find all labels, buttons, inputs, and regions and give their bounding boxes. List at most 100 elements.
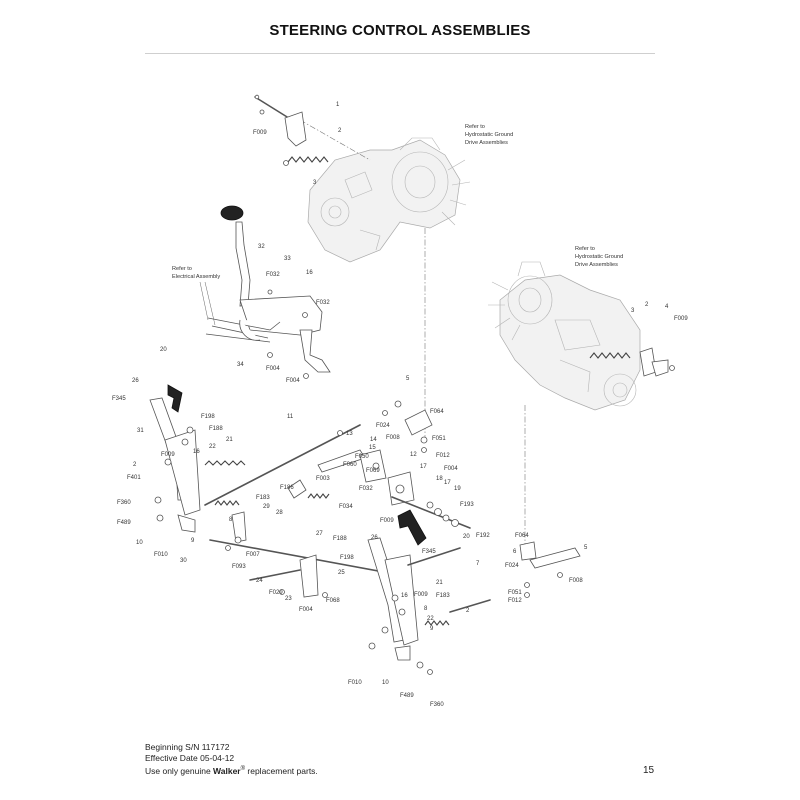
callout-label: F183 (256, 495, 270, 501)
callout-label: F024 (505, 563, 519, 569)
callout-label: F012 (436, 453, 450, 459)
note-prefix: Use only genuine (145, 765, 214, 776)
callout-label: F193 (460, 502, 474, 508)
callout-label: 4 (665, 304, 669, 310)
callout-label: 31 (137, 428, 144, 434)
note-hydro-right: Refer to Hydrostatic Ground Drive Assemb… (575, 246, 623, 268)
callout-label: 24 (256, 578, 263, 584)
callout-label: F360 (117, 500, 131, 506)
callout-label: F345 (422, 549, 436, 555)
callout-label: F032 (359, 486, 373, 492)
callout-label: F008 (386, 435, 400, 441)
effective-date: Effective Date 05-04-12 (145, 753, 235, 763)
hydrostatic-drive-top (307, 137, 471, 263)
callout-label: F009 (380, 518, 394, 524)
callout-label: F093 (232, 564, 246, 570)
callout-label: F004 (299, 607, 313, 613)
callout-label: 20 (160, 347, 167, 353)
callout-label: F068 (326, 598, 340, 604)
callout-label: 2 (645, 302, 649, 308)
callout-label: 7 (476, 561, 480, 567)
callout-label: F186 (280, 485, 294, 491)
callout-label: F060 (343, 462, 357, 468)
callout-label: F010 (348, 680, 362, 686)
title-divider (145, 53, 655, 54)
callout-label: F188 (333, 536, 347, 542)
center-linkage (204, 424, 401, 598)
callout-label: 32 (258, 244, 265, 250)
callout-label: 10 (136, 540, 143, 546)
callout-label: 5 (406, 376, 410, 382)
callout-label: 17 (420, 464, 427, 470)
callout-label: 26 (132, 378, 139, 384)
right-rocker (519, 541, 581, 598)
callout-label: 23 (285, 596, 292, 602)
steering-lever-assembly (205, 205, 331, 379)
callout-label: F003 (316, 476, 330, 482)
callout-label: 16 (306, 270, 313, 276)
callout-label: 17 (444, 480, 451, 486)
note-line: Electrical Assembly (172, 274, 220, 280)
callout-label: F032 (316, 300, 330, 306)
callout-label: F192 (476, 533, 490, 539)
callout-label: 18 (436, 476, 443, 482)
note-electrical: Refer to Electrical Assembly (172, 266, 220, 326)
callout-label: 9 (430, 626, 434, 632)
note-line: Refer to (172, 266, 192, 272)
callout-label: F069 (366, 468, 380, 474)
callout-label: 11 (287, 414, 294, 420)
callout-label: 2 (466, 608, 470, 614)
note-line: Refer to (465, 124, 485, 130)
right-control-lever (367, 537, 491, 675)
note-line: Refer to (575, 246, 595, 252)
callout-label: 30 (180, 558, 187, 564)
serial-number: Beginning S/N 117172 (145, 742, 230, 752)
callout-label: 29 (263, 504, 270, 510)
callout-label: 6 (513, 549, 517, 555)
callout-label: F029 (269, 590, 283, 596)
callout-label: F064 (430, 409, 444, 415)
callout-label: 26 (371, 535, 378, 541)
callout-label: 2 (133, 462, 137, 468)
callout-label: F198 (201, 414, 215, 420)
callout-label: 15 (369, 445, 376, 451)
note-line: Drive Assemblies (465, 140, 508, 146)
callout-label: F009 (253, 130, 267, 136)
callout-label: F004 (266, 366, 280, 372)
callout-label: F004 (286, 378, 300, 384)
note-line: Drive Assemblies (575, 262, 618, 268)
callout-label: F007 (246, 552, 260, 558)
callout-label: F008 (569, 578, 583, 584)
callout-label: F034 (339, 504, 353, 510)
callout-label: 16 (401, 593, 408, 599)
callout-label: 21 (226, 437, 233, 443)
callout-label: F489 (400, 693, 414, 699)
registered-mark: ® (240, 766, 246, 772)
callout-label: 34 (237, 362, 244, 368)
callout-label: 9 (191, 538, 195, 544)
callout-label: 14 (370, 437, 377, 443)
right-spring-linkage (589, 347, 675, 377)
note-hydro-top: Refer to Hydrostatic Ground Drive Assemb… (465, 124, 513, 146)
top-spring-linkage (254, 94, 329, 166)
callout-label: 28 (276, 510, 283, 516)
callout-label: F009 (414, 592, 428, 598)
callout-label: 2 (338, 128, 342, 134)
callout-label: 22 (427, 616, 434, 622)
callout-label: F345 (112, 396, 126, 402)
brand-name: Walker (213, 765, 241, 776)
note-line: Hydrostatic Ground (575, 254, 623, 260)
callout-label: 10 (382, 680, 389, 686)
callout-label: F009 (161, 452, 175, 458)
page-footer: Beginning S/N 117172 Effective Date 05-0… (145, 742, 318, 777)
note-suffix: replacement parts. (245, 765, 318, 776)
callout-label: 1 (336, 102, 340, 108)
note-line: Hydrostatic Ground (465, 132, 513, 138)
callout-label: 13 (346, 431, 353, 437)
hydrostatic-drive-right (488, 261, 641, 411)
callout-label: 27 (316, 531, 323, 537)
pivot-assembly (359, 400, 471, 546)
callout-label: F360 (430, 702, 444, 708)
callout-label: F032 (266, 272, 280, 278)
